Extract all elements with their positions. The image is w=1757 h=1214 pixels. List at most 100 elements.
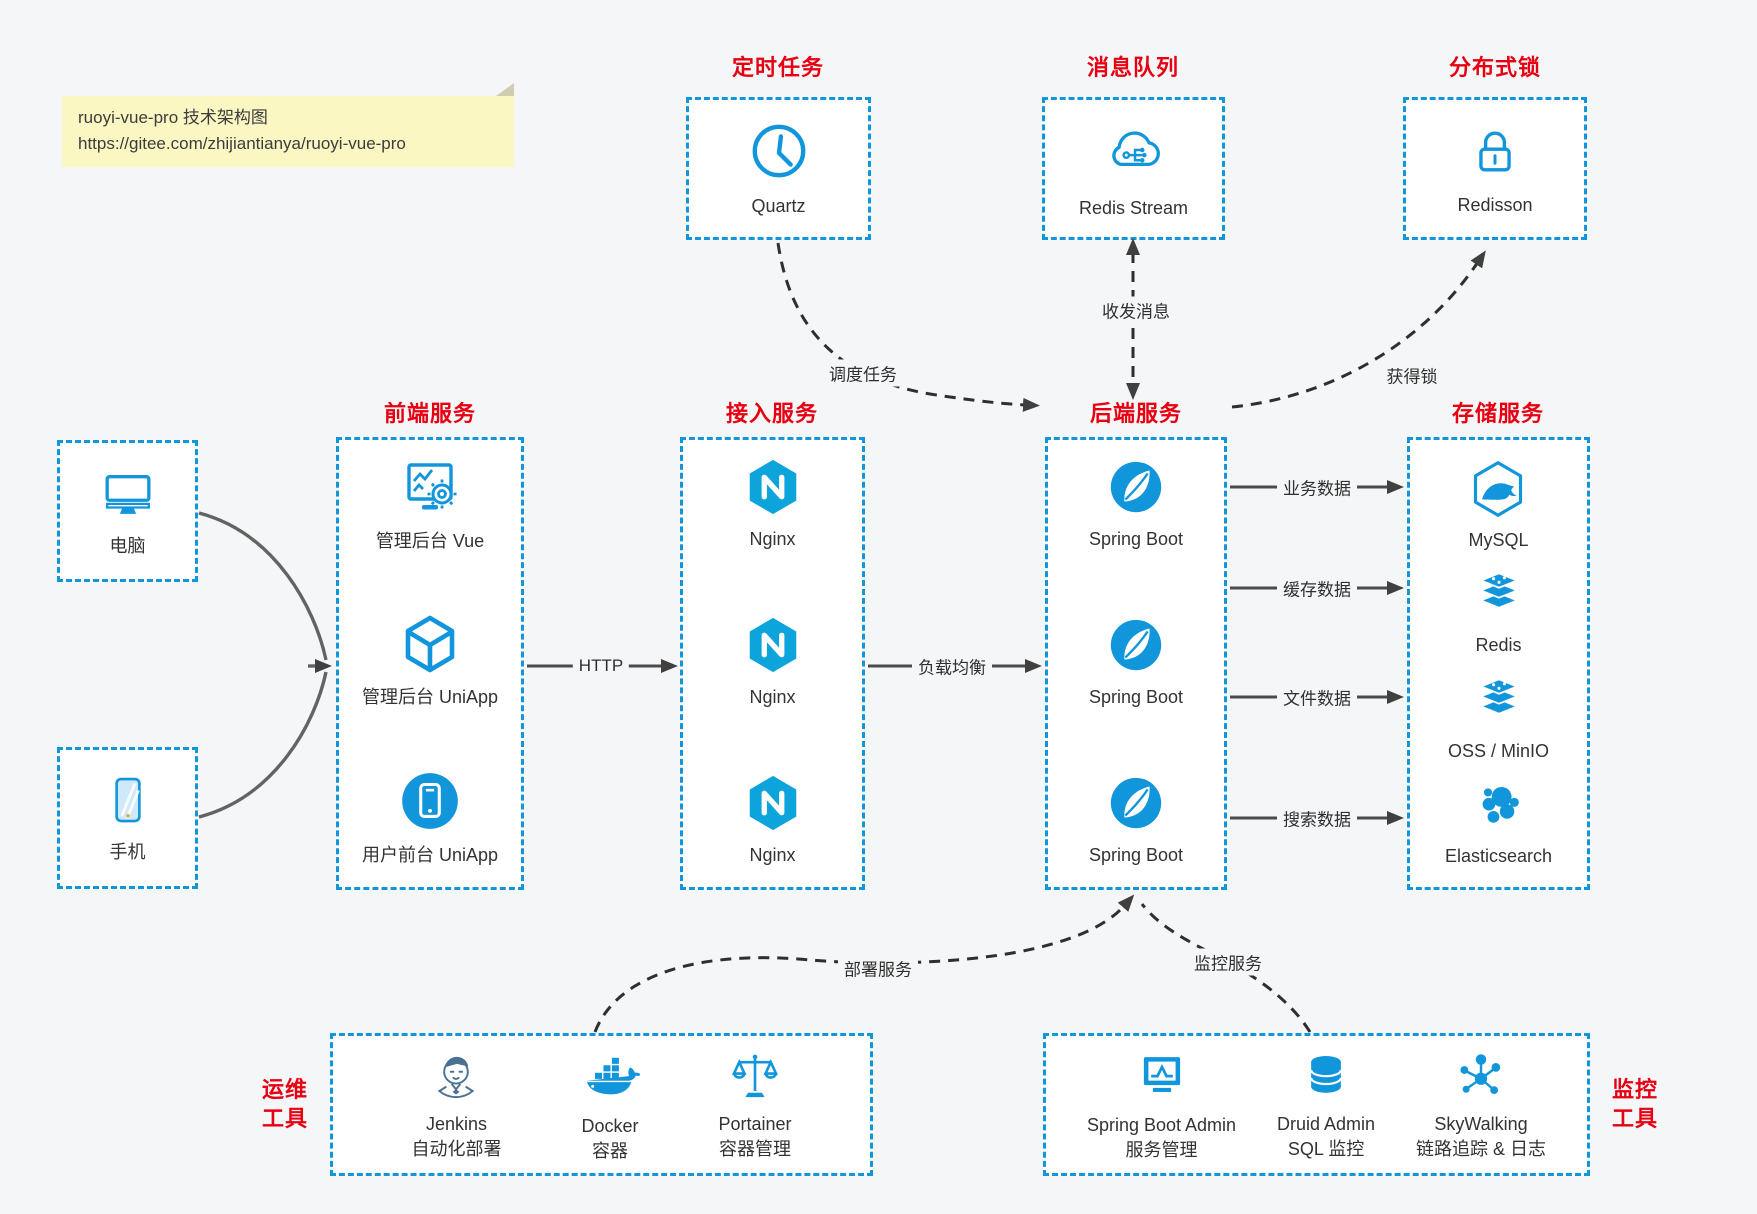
spring-boot-item: Spring Boot	[1089, 614, 1183, 709]
monitoring-tools-label-line1: 监控	[1611, 1077, 1658, 1102]
redis-label: Redis	[1475, 635, 1522, 656]
spring-boot-item: Spring Boot	[1089, 456, 1183, 551]
nginx-item: Nginx	[742, 456, 804, 551]
nginx-icon	[742, 614, 804, 681]
edge-pc-to-frontend	[198, 511, 328, 661]
ops-tools-label-line1: 运维	[261, 1077, 308, 1102]
nginx-icon	[742, 772, 804, 839]
spring-boot-icon	[1105, 456, 1167, 523]
ops-tools-label-line2: 工具	[261, 1105, 308, 1131]
spring-boot-icon	[1105, 772, 1167, 839]
druid-admin-name: Druid Admin	[1277, 1113, 1376, 1134]
note-title: ruoyi-vue-pro 技术架构图	[78, 108, 268, 127]
edge-label-load-balance: 负载均衡	[912, 652, 992, 680]
portainer-item: Portainer 容器管理	[718, 1049, 792, 1161]
jenkins-icon	[428, 1049, 484, 1110]
frontend-item-admin-vue: 管理后台 Vue	[376, 456, 484, 553]
spring-boot-admin-icon	[1133, 1048, 1191, 1111]
nginx-label: Nginx	[749, 845, 796, 866]
uniapp-cube-icon	[398, 612, 462, 681]
jenkins-item: Jenkins 自动化部署	[411, 1049, 501, 1161]
frontend-item-admin-uniapp: 管理后台 UniApp	[362, 612, 498, 709]
spring-boot-admin-name: Spring Boot Admin	[1086, 1114, 1237, 1135]
redisson-label: Redisson	[1457, 194, 1533, 215]
frontend-item-label: 管理后台 UniApp	[361, 687, 499, 708]
backend-box: Spring Boot Spring Boot Spring Boot	[1045, 437, 1227, 890]
nginx-item: Nginx	[742, 772, 804, 867]
storage-box: MySQL Redis	[1407, 437, 1590, 890]
spring-boot-admin-desc: 服务管理	[1125, 1140, 1198, 1160]
edge-label-deploy-service: 部署服务	[838, 954, 918, 982]
druid-admin-item: Druid Admin SQL 监控	[1277, 1049, 1375, 1161]
elasticsearch-label: Elasticsearch	[1444, 846, 1553, 867]
frontend-item-user-uniapp: 用户前台 UniApp	[362, 768, 498, 867]
redis-stream-box: Redis Stream	[1042, 97, 1225, 240]
skywalking-desc: 链路追踪 & 日志	[1416, 1139, 1547, 1159]
jenkins-desc: 自动化部署	[411, 1139, 502, 1159]
edge-phone-to-frontend	[198, 671, 328, 819]
edge-label-send-receive-msg: 收发消息	[1096, 296, 1176, 324]
database-icon	[1298, 1049, 1354, 1110]
frontend-item-label: 用户前台 UniApp	[361, 845, 499, 866]
quartz-label: Quartz	[751, 195, 806, 216]
pc-box: 电脑	[57, 440, 198, 582]
frontend-item-label: 管理后台 Vue	[375, 531, 485, 551]
cloud-mq-icon	[1101, 118, 1167, 189]
title-scheduled-task: 定时任务	[731, 55, 825, 80]
elasticsearch-icon	[1469, 777, 1527, 840]
admin-vue-icon	[398, 456, 462, 525]
docker-name: Docker	[581, 1115, 639, 1136]
nginx-icon	[742, 456, 804, 523]
sticky-note: ruoyi-vue-pro 技术架构图 https://gitee.com/zh…	[62, 83, 514, 167]
title-frontend-service: 前端服务	[383, 401, 477, 426]
access-box: Nginx Nginx Nginx	[680, 437, 865, 890]
redis-stack-icon	[1470, 566, 1528, 629]
monitoring-tools-label: 监控 工具	[1602, 1076, 1668, 1133]
edge-label-http: HTTP	[572, 655, 630, 677]
skywalking-name: SkyWalking	[1434, 1113, 1528, 1134]
edge-label-search-data: 搜索数据	[1277, 804, 1357, 832]
spring-boot-admin-item: Spring Boot Admin 服务管理	[1087, 1048, 1236, 1162]
portainer-name: Portainer	[718, 1113, 792, 1134]
spring-boot-label: Spring Boot	[1088, 845, 1184, 866]
ops-tools-label: 运维 工具	[252, 1076, 318, 1133]
monitoring-tools-box: Spring Boot Admin 服务管理 Druid Admin SQL 监…	[1043, 1033, 1590, 1176]
edge-label-cache-data: 缓存数据	[1277, 574, 1357, 602]
user-app-icon	[397, 768, 463, 839]
note-fold-corner	[496, 83, 514, 96]
frontend-box: 管理后台 Vue 管理后台 UniApp 用户前台 UniApp	[336, 437, 524, 890]
spring-boot-icon	[1105, 614, 1167, 681]
oss-minio-item: OSS / MinIO	[1448, 672, 1549, 763]
note-url: https://gitee.com/zhijiantianya/ruoyi-vu…	[78, 134, 406, 154]
title-storage-service: 存储服务	[1451, 401, 1545, 426]
clock-icon	[748, 120, 810, 187]
portainer-desc: 容器管理	[718, 1139, 791, 1159]
docker-item: Docker 容器	[580, 1047, 641, 1163]
title-message-queue: 消息队列	[1086, 55, 1180, 80]
title-distributed-lock: 分布式锁	[1448, 55, 1542, 80]
monitoring-tools-label-line2: 工具	[1611, 1105, 1658, 1131]
mysql-icon	[1468, 459, 1528, 524]
edge-label-acquire-lock: 获得锁	[1380, 361, 1444, 389]
spring-boot-item: Spring Boot	[1089, 772, 1183, 867]
phone-label: 手机	[109, 842, 146, 863]
title-access-service: 接入服务	[725, 401, 819, 426]
phone-icon	[100, 772, 156, 833]
mysql-item: MySQL	[1468, 459, 1529, 552]
quartz-box: Quartz	[686, 97, 871, 240]
skywalking-item: SkyWalking 链路追踪 & 日志	[1416, 1049, 1546, 1161]
pc-label: 电脑	[109, 536, 146, 557]
oss-stack-icon	[1470, 672, 1528, 735]
spring-boot-label: Spring Boot	[1088, 687, 1184, 708]
lock-icon	[1465, 121, 1525, 186]
mysql-label: MySQL	[1468, 529, 1529, 550]
redisson-box: Redisson	[1403, 97, 1587, 240]
nginx-label: Nginx	[749, 529, 796, 549]
oss-minio-label: OSS / MinIO	[1447, 740, 1550, 761]
redis-stream-label: Redis Stream	[1078, 197, 1189, 218]
portainer-scales-icon	[727, 1049, 783, 1110]
jenkins-name: Jenkins	[425, 1113, 487, 1134]
redis-item: Redis	[1470, 566, 1528, 657]
desktop-icon	[99, 464, 157, 527]
